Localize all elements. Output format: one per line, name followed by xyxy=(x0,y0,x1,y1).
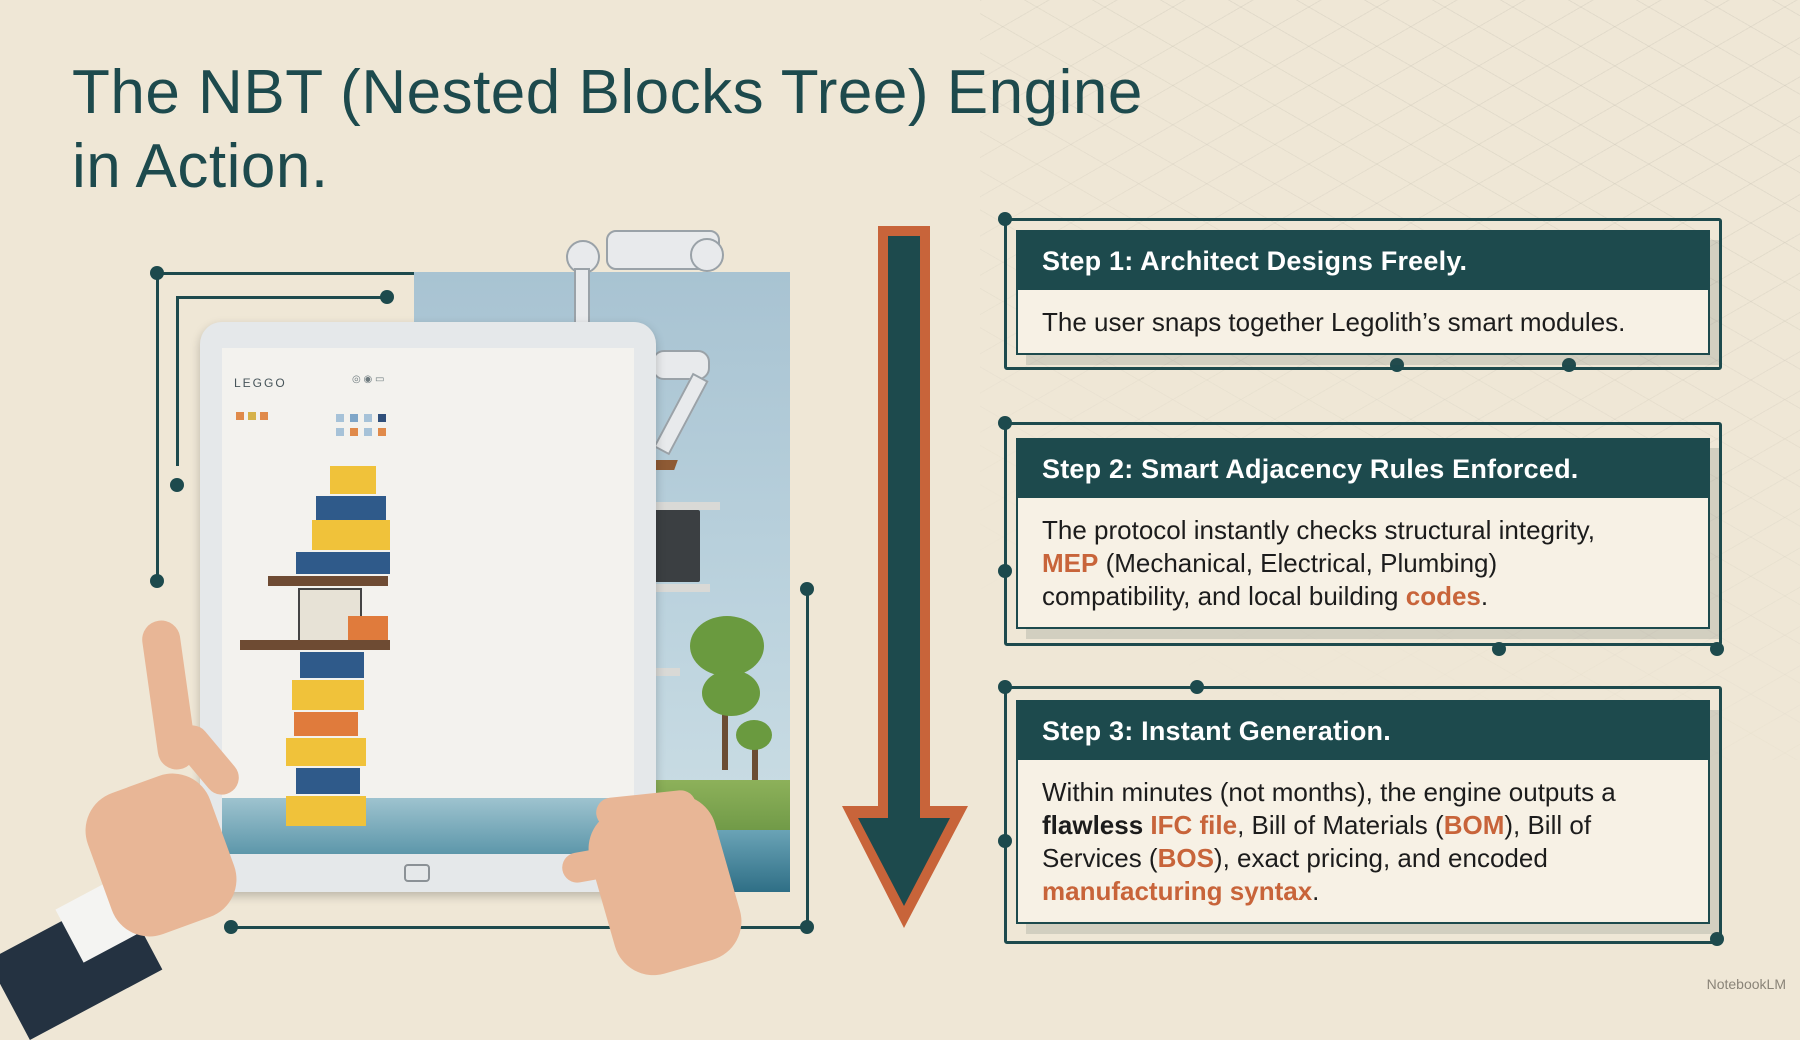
circuit-node xyxy=(998,564,1012,578)
circuit-line xyxy=(176,296,388,299)
circuit-line xyxy=(806,588,809,928)
circuit-node xyxy=(998,680,1012,694)
tablet-screen xyxy=(222,348,634,854)
step-1-card: Step 1: Architect Designs Freely. The us… xyxy=(1016,230,1710,355)
step-2-card: Step 2: Smart Adjacency Rules Enforced. … xyxy=(1016,438,1710,629)
step-2-text: compatibility, and local building xyxy=(1042,581,1406,611)
step-2: Step 2: Smart Adjacency Rules Enforced. … xyxy=(998,416,1724,656)
step-3-text: , Bill of Materials ( xyxy=(1237,810,1444,840)
circuit-line xyxy=(156,272,159,580)
highlight-mep: MEP xyxy=(1042,548,1099,578)
highlight-ifc-file: IFC file xyxy=(1150,810,1238,840)
emphasis-flawless: flawless xyxy=(1042,810,1144,840)
watermark: NotebookLM xyxy=(1706,976,1786,992)
title-line-2: in Action. xyxy=(72,132,329,201)
step-3-text: ), exact pricing, and encoded xyxy=(1213,843,1548,873)
step-3: Step 3: Instant Generation. Within minut… xyxy=(998,680,1724,946)
step-2-heading: Step 2: Smart Adjacency Rules Enforced. xyxy=(1018,440,1708,498)
step-2-text: (Mechanical, Electrical, Plumbing) xyxy=(1098,548,1498,578)
step-2-text: . xyxy=(1480,581,1489,611)
step-1-text: The user snaps together Legolith’s smart… xyxy=(1042,307,1626,337)
circuit-node xyxy=(224,920,238,934)
robot-arm-lower xyxy=(652,350,710,380)
circuit-node xyxy=(150,574,164,588)
highlight-codes: codes xyxy=(1405,581,1481,611)
circuit-node xyxy=(998,834,1012,848)
circuit-node xyxy=(1190,680,1204,694)
circuit-node xyxy=(380,290,394,304)
step-1-body: The user snaps together Legolith’s smart… xyxy=(1018,290,1708,353)
step-3-text: ), Bill of xyxy=(1504,810,1592,840)
step-3-heading: Step 3: Instant Generation. xyxy=(1018,702,1708,760)
step-3-circuit-frame xyxy=(1004,686,1722,944)
circuit-node xyxy=(150,266,164,280)
app-brand: LEGGO xyxy=(234,376,287,390)
tablet-home-button xyxy=(404,864,430,882)
highlight-manufacturing-syntax: manufacturing syntax xyxy=(1042,876,1313,906)
app-toolbar-icons: ◎ ◉ ▭ xyxy=(352,374,385,385)
highlight-bos: BOS xyxy=(1157,843,1214,873)
circuit-line xyxy=(176,296,179,466)
step-3-text: . xyxy=(1312,876,1320,906)
step-2-circuit-frame xyxy=(1004,422,1722,646)
step-3-text: Within minutes (not months), the engine … xyxy=(1042,777,1616,807)
circuit-node xyxy=(1562,358,1576,372)
title-line-1: The NBT (Nested Blocks Tree) Engine xyxy=(72,58,1143,127)
robot-arm-segment xyxy=(574,268,590,326)
step-1: Step 1: Architect Designs Freely. The us… xyxy=(998,212,1722,372)
circuit-line xyxy=(230,926,808,929)
down-arrow-icon xyxy=(842,226,968,928)
step-3-text: Services ( xyxy=(1042,843,1158,873)
circuit-node xyxy=(998,212,1012,226)
robot-joint xyxy=(690,238,724,272)
step-1-circuit-frame xyxy=(1004,218,1722,370)
step-3-body: Within minutes (not months), the engine … xyxy=(1018,760,1708,922)
circuit-node xyxy=(1710,642,1724,656)
circuit-node xyxy=(998,416,1012,430)
page-title: The NBT (Nested Blocks Tree) Engine in A… xyxy=(72,56,1222,204)
circuit-node xyxy=(800,920,814,934)
circuit-node xyxy=(170,478,184,492)
step-3-card: Step 3: Instant Generation. Within minut… xyxy=(1016,700,1710,924)
circuit-line xyxy=(156,272,416,275)
step-2-text: The protocol instantly checks structural… xyxy=(1042,515,1595,545)
circuit-node xyxy=(1390,358,1404,372)
circuit-node xyxy=(800,582,814,596)
step-2-body: The protocol instantly checks structural… xyxy=(1018,498,1708,627)
circuit-node xyxy=(1492,642,1506,656)
tablet-illustration: LEGGO ◎ ◉ ▭ xyxy=(0,220,830,1040)
highlight-bom: BOM xyxy=(1443,810,1505,840)
background-grid xyxy=(980,0,1800,760)
circuit-node xyxy=(1710,932,1724,946)
step-1-heading: Step 1: Architect Designs Freely. xyxy=(1018,232,1708,290)
